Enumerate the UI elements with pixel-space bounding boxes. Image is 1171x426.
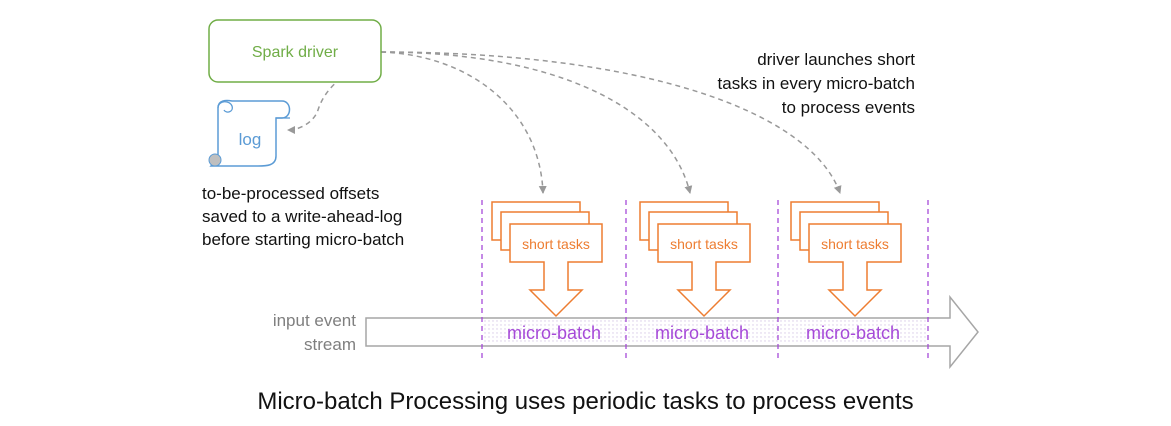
short-tasks-label-3: short tasks [821,236,889,252]
micro-batch-label-2: micro-batch [655,323,749,343]
log-note-line1: to-be-processed offsets [202,184,379,203]
task-down-arrow-2 [657,223,751,318]
micro-batch-label-3: micro-batch [806,323,900,343]
micro-batch-region-3 [778,320,928,344]
task-down-arrow-3 [808,223,902,318]
driver-note-line1: driver launches short [757,50,915,69]
micro-batch-label-1: micro-batch [507,323,601,343]
stream-label-line2: stream [304,335,356,354]
micro-batch-region-2 [626,320,778,344]
task-stack-2: short tasks [639,201,751,318]
stream-label-line1: input event [273,311,356,330]
log-note-line3: before starting micro-batch [202,230,404,249]
short-tasks-label-2: short tasks [670,236,738,252]
spark-driver-box [208,19,382,83]
log-scroll-icon [208,99,291,167]
task-down-arrow-1 [509,223,603,318]
driver-to-batch3-arrow [380,51,842,194]
driver-to-batch2-arrow [380,51,693,194]
figure-caption: Micro-batch Processing uses periodic tas… [257,388,914,415]
spark-driver-label: Spark driver [252,44,339,61]
task-stack-3: short tasks [790,201,902,318]
driver-note-line2: tasks in every micro-batch [718,74,915,93]
driver-note-line3: to process events [782,98,915,117]
log-label: log [239,130,262,149]
driver-to-batch1-arrow [380,51,547,194]
micro-batch-region-1 [482,320,626,344]
task-stack-1: short tasks [491,201,603,318]
short-tasks-label-1: short tasks [522,236,590,252]
log-note-line2: saved to a write-ahead-log [202,207,402,226]
